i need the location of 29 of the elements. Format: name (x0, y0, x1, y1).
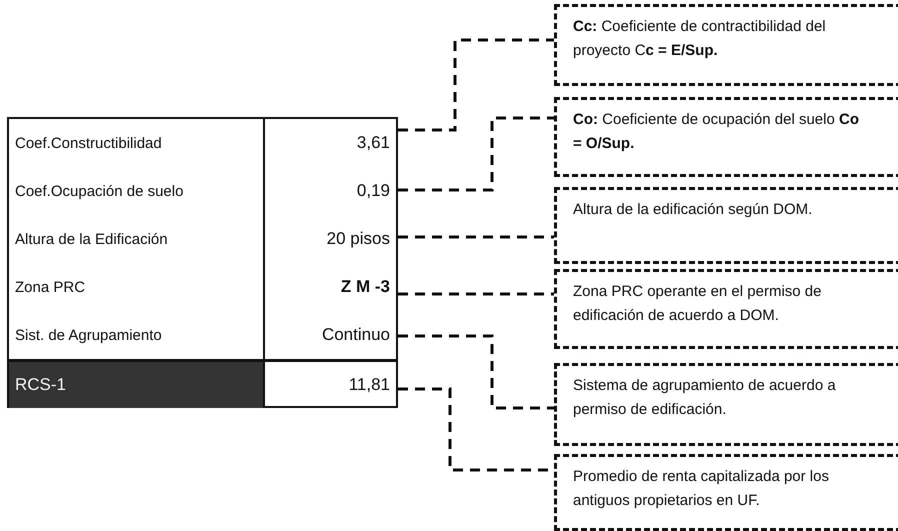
note-text: Cc: Coeficiente de contractibilidad del proyecto Cc = E/Sup. (573, 17, 827, 61)
row-label: Zona PRC (14, 278, 86, 298)
dark-table-cell: RCS-1 (9, 359, 263, 408)
note-box (554, 269, 898, 349)
value-cell: 3,61 (263, 119, 396, 167)
row-label: Sist. de Agrupamiento (14, 326, 163, 346)
row-label: Coef.Constructibilidad (14, 134, 163, 154)
row-label: Altura de la Edificación (14, 230, 169, 250)
leader-line (398, 38, 554, 132)
leader-line (398, 292, 554, 296)
value-cell: 11,81 (263, 359, 396, 408)
note-text: Co: Coeficiente de ocupación del suelo Co = O/Sup. (573, 110, 860, 154)
leader-line (398, 334, 554, 410)
note-text: Promedio de renta capitalizada por los antiguos propietarios en UF. (573, 467, 830, 511)
value-cell: 0,19 (263, 167, 396, 215)
note-box (554, 4, 898, 86)
value-cell: Z M -3 (263, 263, 396, 311)
note-text: Sistema de agrupamiento de acuerdo a permiso de edificación. (573, 376, 837, 420)
note-box (554, 363, 898, 446)
note-box (554, 454, 898, 531)
note-box (554, 97, 898, 177)
note-box (554, 187, 898, 264)
row-label: Coef.Ocupación de suelo (14, 182, 184, 202)
leader-line (398, 116, 554, 192)
value-cell: 20 pisos (263, 215, 396, 263)
note-text: Zona PRC operante en el permiso de edificación de acuerdo a DOM. (573, 282, 822, 326)
leader-line (398, 236, 554, 238)
note-text: Altura de la edificación según DOM. (573, 200, 814, 220)
value-cell: Continuo (263, 311, 396, 359)
